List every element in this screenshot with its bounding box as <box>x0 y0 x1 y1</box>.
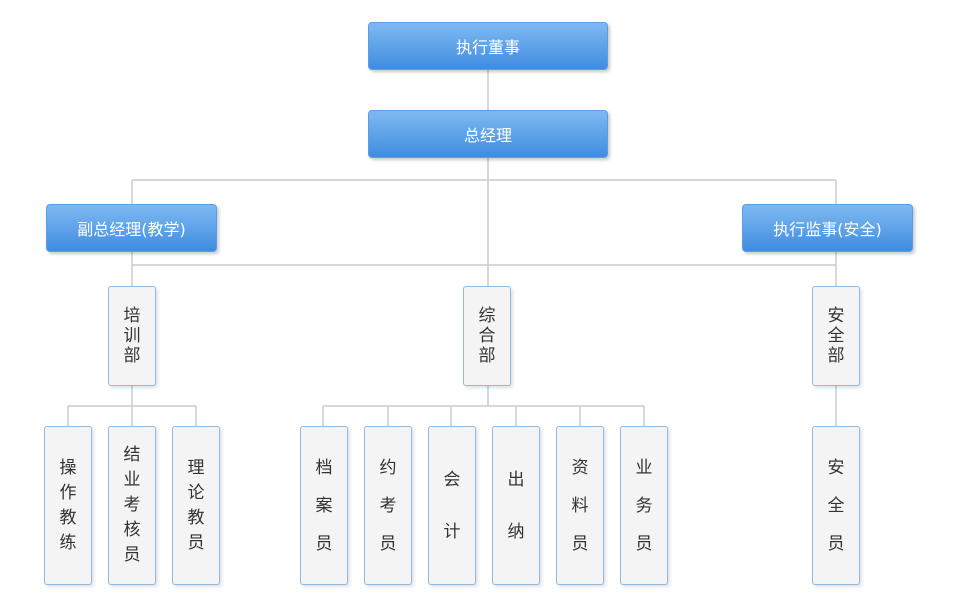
node-label: 理论教员 <box>187 457 205 553</box>
node-label: 出纳 <box>507 469 525 542</box>
node-operation-coach: 操作教练 <box>44 426 92 585</box>
node-exam-scheduler: 约考员 <box>364 426 412 585</box>
node-theory-instructor: 理论教员 <box>172 426 220 585</box>
node-label: 培训部 <box>123 306 141 366</box>
node-label: 执行董事 <box>455 38 520 57</box>
node-label: 操作教练 <box>59 457 77 553</box>
node-label: 安全部 <box>827 306 845 366</box>
node-label: 执行监事(安全) <box>773 220 882 239</box>
node-general-dept: 综合部 <box>463 286 511 386</box>
node-supervisor-safety: 执行监事(安全) <box>742 204 913 252</box>
node-training-dept: 培训部 <box>108 286 156 386</box>
node-cashier: 出纳 <box>492 426 540 585</box>
node-label: 副总经理(教学) <box>77 220 186 239</box>
node-safety-officer: 安全员 <box>812 426 860 585</box>
node-label: 结业考核员 <box>123 445 141 565</box>
node-general-manager: 总经理 <box>368 110 608 158</box>
node-business-clerk: 业务员 <box>620 426 668 585</box>
node-accountant: 会计 <box>428 426 476 585</box>
node-executive-director: 执行董事 <box>368 22 608 70</box>
node-label: 约考员 <box>379 457 397 554</box>
node-label: 业务员 <box>635 457 653 554</box>
node-label: 会计 <box>443 469 461 542</box>
node-archivist: 档案员 <box>300 426 348 585</box>
node-label: 总经理 <box>463 126 512 145</box>
node-label: 安全员 <box>827 457 845 554</box>
node-data-clerk: 资料员 <box>556 426 604 585</box>
node-deputy-gm-teaching: 副总经理(教学) <box>46 204 217 252</box>
node-label: 综合部 <box>478 306 496 366</box>
node-graduation-examiner: 结业考核员 <box>108 426 156 585</box>
node-safety-dept: 安全部 <box>812 286 860 386</box>
node-label: 档案员 <box>315 457 333 554</box>
node-label: 资料员 <box>571 457 589 554</box>
